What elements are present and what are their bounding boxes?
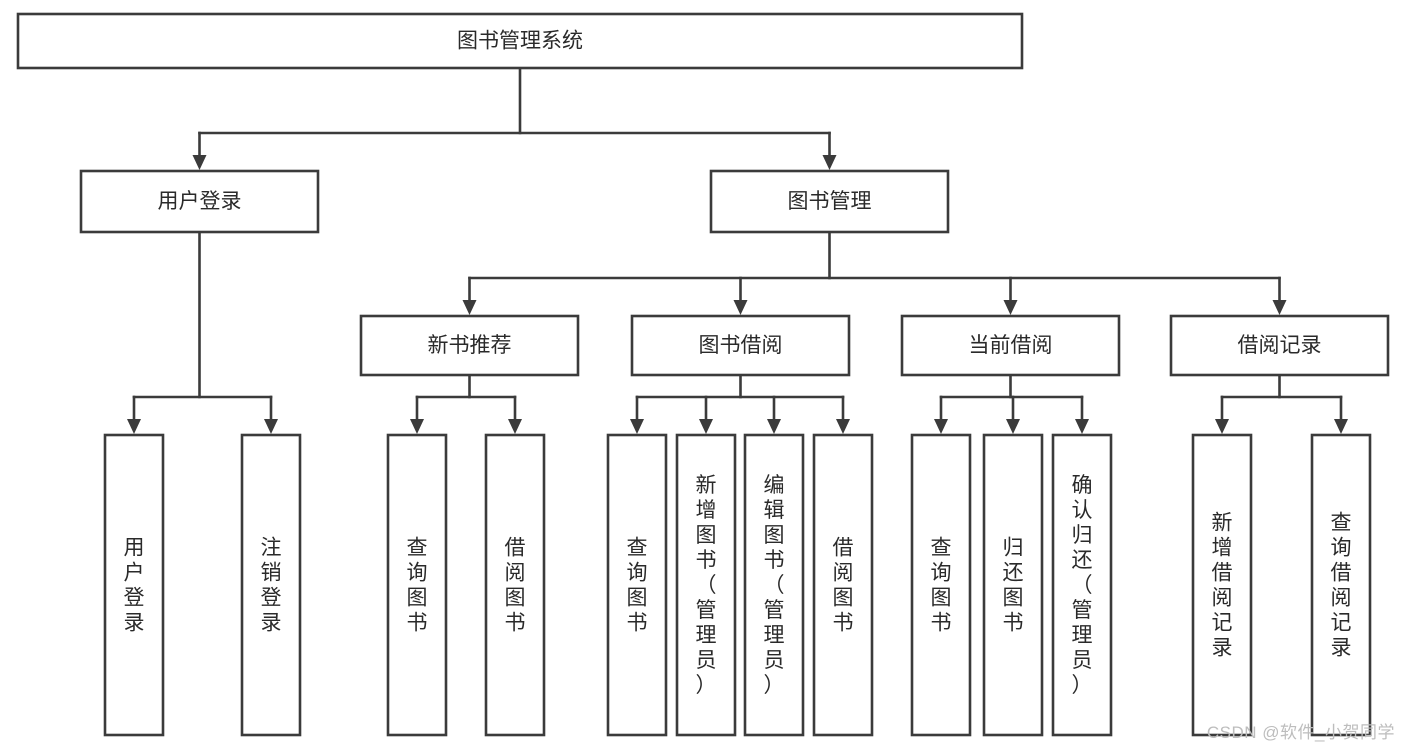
node-user-login[interactable]: 用户登录 — [79, 169, 320, 234]
node-label-root: 图书管理系统 — [457, 30, 583, 53]
node-label-leaf-add-book: 新增图书（管理员） — [696, 474, 717, 697]
node-box-new-book-rec — [359, 314, 580, 377]
node-leaf-borrow-book-2[interactable]: 借阅图书 — [812, 433, 874, 737]
arrow-head-icon — [264, 419, 278, 434]
node-leaf-add-book[interactable]: 新增图书（管理员） — [675, 433, 737, 737]
arrow-head-icon — [836, 419, 850, 434]
node-box-leaf-add-record — [1191, 433, 1253, 737]
node-label-leaf-return-book: 归还图书 — [1003, 537, 1024, 635]
edge-group-root — [192, 66, 837, 170]
edge-group-new-book-rec — [410, 373, 522, 434]
edge-group-book-borrow — [630, 373, 850, 434]
node-label-leaf-query-book-3: 查询图书 — [931, 537, 952, 635]
node-box-user-login — [79, 169, 320, 234]
node-box-leaf-query-book-1 — [386, 433, 448, 737]
node-box-root — [16, 12, 1024, 70]
arrow-head-icon — [630, 419, 644, 434]
node-label-book-manage: 图书管理 — [788, 190, 872, 213]
edge-group-book-manage — [462, 230, 1287, 315]
node-label-leaf-add-record: 新增借阅记录 — [1212, 512, 1233, 660]
nodes-layer: 图书管理系统用户登录图书管理新书推荐图书借阅当前借阅借阅记录用户登录注销登录查询… — [16, 12, 1390, 737]
node-box-leaf-query-book-3 — [910, 433, 972, 737]
node-label-book-borrow: 图书借阅 — [699, 334, 783, 357]
node-label-leaf-user-logout: 注销登录 — [261, 537, 282, 635]
arrow-head-icon — [1006, 419, 1020, 434]
node-label-current-borrow: 当前借阅 — [969, 334, 1053, 357]
node-box-leaf-return-book — [982, 433, 1044, 737]
edge-group-borrow-record — [1215, 373, 1348, 434]
node-box-leaf-query-record — [1310, 433, 1372, 737]
node-box-current-borrow — [900, 314, 1121, 377]
node-leaf-borrow-book-1[interactable]: 借阅图书 — [484, 433, 546, 737]
arrow-head-icon — [822, 155, 837, 170]
node-label-leaf-borrow-book-2: 借阅图书 — [833, 537, 854, 635]
node-current-borrow[interactable]: 当前借阅 — [900, 314, 1121, 377]
node-leaf-confirm-return[interactable]: 确认归还（管理员） — [1051, 433, 1113, 737]
node-label-leaf-query-book-2: 查询图书 — [627, 537, 648, 635]
node-box-leaf-user-logout — [240, 433, 302, 737]
node-leaf-query-book-3[interactable]: 查询图书 — [910, 433, 972, 737]
node-box-book-borrow — [630, 314, 851, 377]
node-box-borrow-record — [1169, 314, 1390, 377]
arrow-head-icon — [699, 419, 713, 434]
node-box-leaf-user-login — [103, 433, 165, 737]
node-label-borrow-record: 借阅记录 — [1238, 334, 1322, 357]
arrow-head-icon — [1215, 419, 1229, 434]
node-box-book-manage — [709, 169, 950, 234]
node-leaf-add-record[interactable]: 新增借阅记录 — [1191, 433, 1253, 737]
node-box-leaf-edit-book — [743, 433, 805, 737]
arrow-head-icon — [127, 419, 141, 434]
node-label-leaf-confirm-return: 确认归还（管理员） — [1072, 474, 1093, 697]
node-leaf-query-book-1[interactable]: 查询图书 — [386, 433, 448, 737]
arrow-head-icon — [508, 419, 522, 434]
node-new-book-rec[interactable]: 新书推荐 — [359, 314, 580, 377]
node-book-manage[interactable]: 图书管理 — [709, 169, 950, 234]
node-leaf-edit-book[interactable]: 编辑图书（管理员） — [743, 433, 805, 737]
node-label-leaf-user-login: 用户登录 — [124, 537, 145, 635]
arrow-head-icon — [410, 419, 424, 434]
node-root[interactable]: 图书管理系统 — [16, 12, 1024, 70]
edge-group-current-borrow — [934, 373, 1089, 434]
node-box-leaf-add-book — [675, 433, 737, 737]
arrow-head-icon — [1272, 300, 1287, 315]
node-leaf-user-logout[interactable]: 注销登录 — [240, 433, 302, 737]
arrow-head-icon — [934, 419, 948, 434]
node-leaf-query-record[interactable]: 查询借阅记录 — [1310, 433, 1372, 737]
node-label-leaf-borrow-book-1: 借阅图书 — [505, 537, 526, 635]
node-label-leaf-edit-book: 编辑图书（管理员） — [764, 474, 785, 697]
edge-group-user-login — [127, 230, 278, 434]
arrow-head-icon — [1003, 300, 1018, 315]
arrow-head-icon — [733, 300, 748, 315]
node-leaf-return-book[interactable]: 归还图书 — [982, 433, 1044, 737]
node-label-leaf-query-book-1: 查询图书 — [407, 537, 428, 635]
node-box-leaf-query-book-2 — [606, 433, 668, 737]
node-label-user-login: 用户登录 — [158, 190, 242, 213]
arrow-head-icon — [1334, 419, 1348, 434]
node-label-new-book-rec: 新书推荐 — [428, 334, 512, 357]
node-leaf-query-book-2[interactable]: 查询图书 — [606, 433, 668, 737]
node-box-leaf-confirm-return — [1051, 433, 1113, 737]
edges-layer — [127, 66, 1348, 434]
arrow-head-icon — [1075, 419, 1089, 434]
arrow-head-icon — [462, 300, 477, 315]
node-leaf-user-login[interactable]: 用户登录 — [103, 433, 165, 737]
arrow-head-icon — [192, 155, 207, 170]
node-book-borrow[interactable]: 图书借阅 — [630, 314, 851, 377]
node-borrow-record[interactable]: 借阅记录 — [1169, 314, 1390, 377]
node-box-leaf-borrow-book-1 — [484, 433, 546, 737]
node-label-leaf-query-record: 查询借阅记录 — [1331, 512, 1352, 660]
node-box-leaf-borrow-book-2 — [812, 433, 874, 737]
arrow-head-icon — [767, 419, 781, 434]
